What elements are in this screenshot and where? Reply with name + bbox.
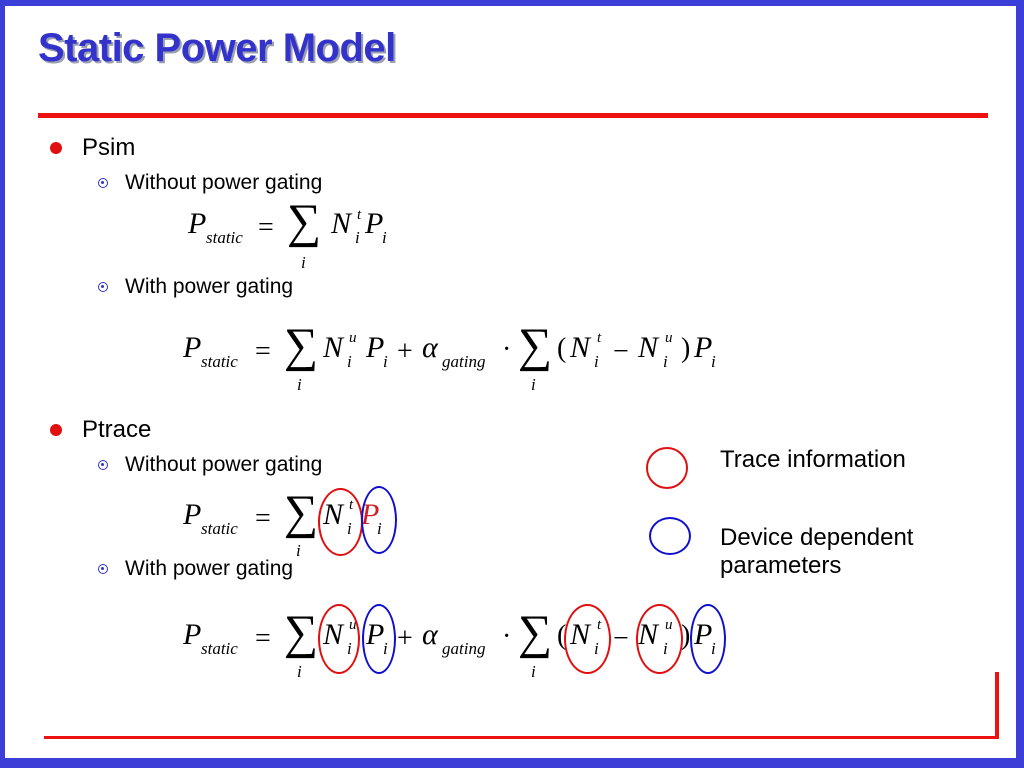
eq-subscript: i: [355, 228, 360, 247]
corner-rule: [995, 672, 999, 739]
subbullet-psim-with: With power gating: [98, 275, 293, 299]
eq-symbol: N: [323, 331, 344, 364]
bullet-psim-label: Psim: [82, 134, 136, 161]
device-param-circle: [362, 604, 396, 674]
eq-operator: ·: [502, 621, 512, 652]
eq-operator: =: [255, 336, 271, 367]
eq-subscript: i: [301, 253, 306, 272]
eq-operator: ·: [502, 334, 512, 365]
device-param-circle: [690, 604, 726, 674]
sigma-symbol: ∑: [287, 195, 322, 248]
eq-subscript: i: [531, 662, 536, 681]
eq-subscript: i: [382, 228, 387, 247]
eq-paren: ): [681, 333, 691, 364]
eq-superscript: u: [349, 330, 357, 346]
top-frame-bar: [0, 0, 1024, 6]
legend-red-circle-icon: [646, 447, 688, 489]
legend-device-line2: parameters: [720, 552, 842, 579]
right-frame-bar: [1016, 0, 1024, 768]
eq-symbol: P: [183, 331, 202, 364]
eq-paren: ): [681, 620, 691, 651]
legend-device-label: Device dependent parameters: [720, 524, 913, 580]
red-bullet-icon: [50, 142, 62, 154]
legend-trace-label: Trace information: [720, 446, 906, 473]
eq-operator: =: [258, 212, 274, 243]
eq-symbol: N: [331, 207, 352, 240]
eq-subscript: i: [711, 352, 716, 371]
trace-info-circle: [636, 604, 683, 674]
eq-paren: (: [557, 620, 567, 651]
eq-subscript: static: [201, 519, 238, 538]
red-bullet-icon: [50, 424, 62, 436]
sigma-symbol: ∑: [518, 606, 553, 659]
eq-subscript: gating: [442, 639, 486, 658]
eq-subscript: i: [297, 375, 302, 394]
left-frame-bar: [0, 0, 5, 768]
eq-superscript: u: [665, 330, 673, 346]
eq-symbol: α: [422, 618, 438, 651]
title-underline: [38, 113, 988, 118]
sigma-symbol: ∑: [284, 486, 319, 539]
subbullet-ptrace-without: Without power gating: [98, 453, 322, 477]
bullet-ptrace-label: Ptrace: [82, 416, 152, 443]
subbullet-label: Without power gating: [125, 453, 323, 476]
eq-subscript: i: [594, 352, 599, 371]
eq-symbol: P: [183, 498, 202, 531]
trace-info-circle: [318, 488, 363, 556]
bottom-frame-bar: [0, 758, 1024, 768]
circled-dot-bullet-icon: [98, 282, 108, 292]
eq-operator: +: [397, 623, 413, 654]
eq-subscript: gating: [442, 352, 486, 371]
bullet-ptrace: Ptrace: [50, 416, 151, 444]
subbullet-psim-without: Without power gating: [98, 171, 322, 195]
eq-subscript: i: [531, 375, 536, 394]
legend-device-line1: Device dependent: [720, 524, 914, 551]
eq-subscript: i: [383, 352, 388, 371]
eq-subscript: static: [206, 228, 243, 247]
subbullet-label: With power gating: [125, 275, 294, 298]
eq-subscript: static: [201, 639, 238, 658]
eq-superscript: t: [357, 207, 362, 223]
eq-superscript: t: [597, 330, 602, 346]
eq-operator: =: [255, 503, 271, 534]
eq-operator: +: [397, 336, 413, 367]
eq-symbol: P: [188, 207, 207, 240]
eq-operator: −: [613, 336, 629, 367]
bullet-psim: Psim: [50, 134, 135, 162]
trace-info-circle: [318, 604, 360, 674]
eq-symbol: P: [366, 331, 385, 364]
trace-info-circle: [564, 604, 611, 674]
subbullet-label: Without power gating: [125, 171, 323, 194]
slide-title: Static Power Model: [38, 26, 396, 70]
device-param-circle: [361, 486, 397, 554]
eq-symbol: N: [570, 331, 591, 364]
eq-paren: (: [557, 333, 567, 364]
circled-dot-bullet-icon: [98, 564, 108, 574]
eq-symbol: P: [694, 331, 713, 364]
subbullet-label: With power gating: [125, 557, 294, 580]
sigma-symbol: ∑: [284, 319, 319, 372]
sigma-symbol: ∑: [284, 606, 319, 659]
eq-symbol: N: [638, 331, 659, 364]
eq-symbol: P: [365, 207, 384, 240]
eq-symbol: P: [183, 618, 202, 651]
eq-subscript: i: [297, 662, 302, 681]
circled-dot-bullet-icon: [98, 460, 108, 470]
bottom-rule: [44, 736, 999, 739]
eq-symbol: α: [422, 331, 438, 364]
legend-blue-circle-icon: [649, 517, 691, 555]
eq-subscript: i: [347, 352, 352, 371]
eq-operator: =: [255, 623, 271, 654]
eq-subscript: i: [663, 352, 668, 371]
eq-operator: −: [613, 623, 629, 654]
sigma-symbol: ∑: [518, 319, 553, 372]
subbullet-ptrace-with: With power gating: [98, 557, 293, 581]
eq-subscript: static: [201, 352, 238, 371]
eq-subscript: i: [296, 541, 301, 560]
circled-dot-bullet-icon: [98, 178, 108, 188]
